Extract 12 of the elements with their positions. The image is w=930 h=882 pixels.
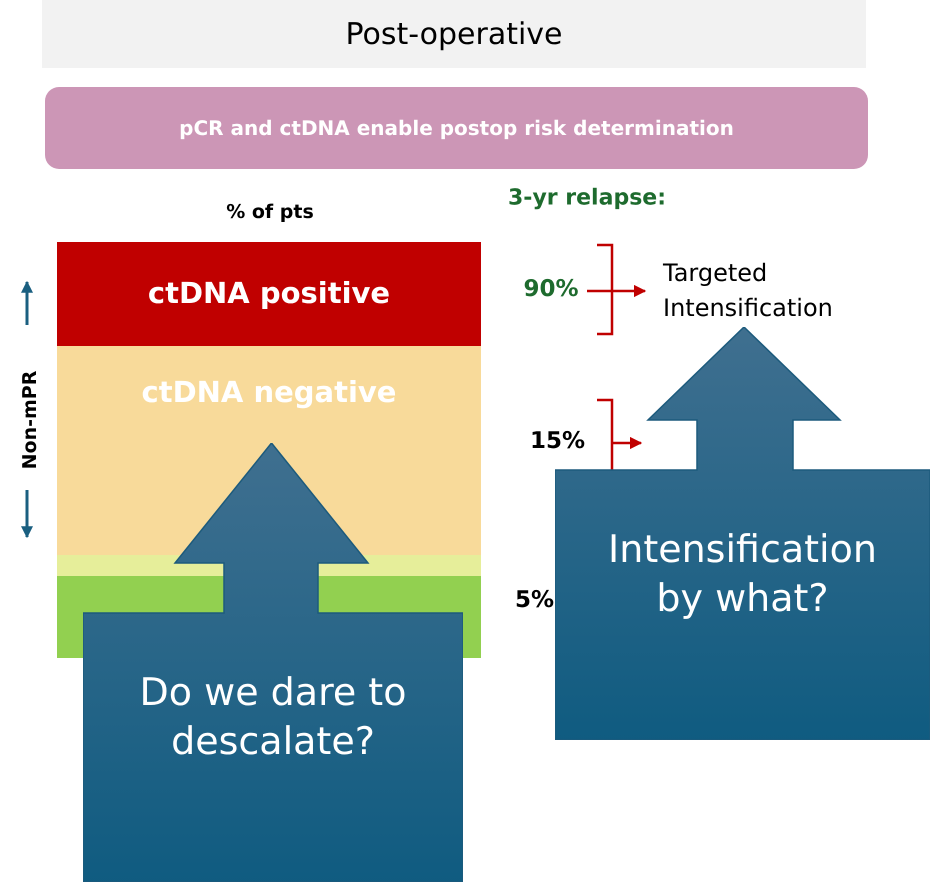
percentage-label: 15% (530, 428, 586, 454)
block-arrow: Do we dare to descalate? (83, 443, 463, 882)
percentage-label: 90% (515, 272, 587, 308)
bar-segment: ctDNA positive (57, 242, 481, 346)
title-band: Post-operative (42, 0, 866, 68)
outcome-text: Targeted Intensification (645, 256, 841, 366)
percentage-label: 5% (515, 587, 554, 613)
banner: pCR and ctDNA enable postop risk determination (45, 87, 868, 169)
arrow (587, 284, 646, 298)
column-heading: % of pts (226, 201, 314, 223)
axis-label: Non-mPR (19, 370, 41, 470)
column-heading: 3-yr relapse: (508, 186, 666, 210)
